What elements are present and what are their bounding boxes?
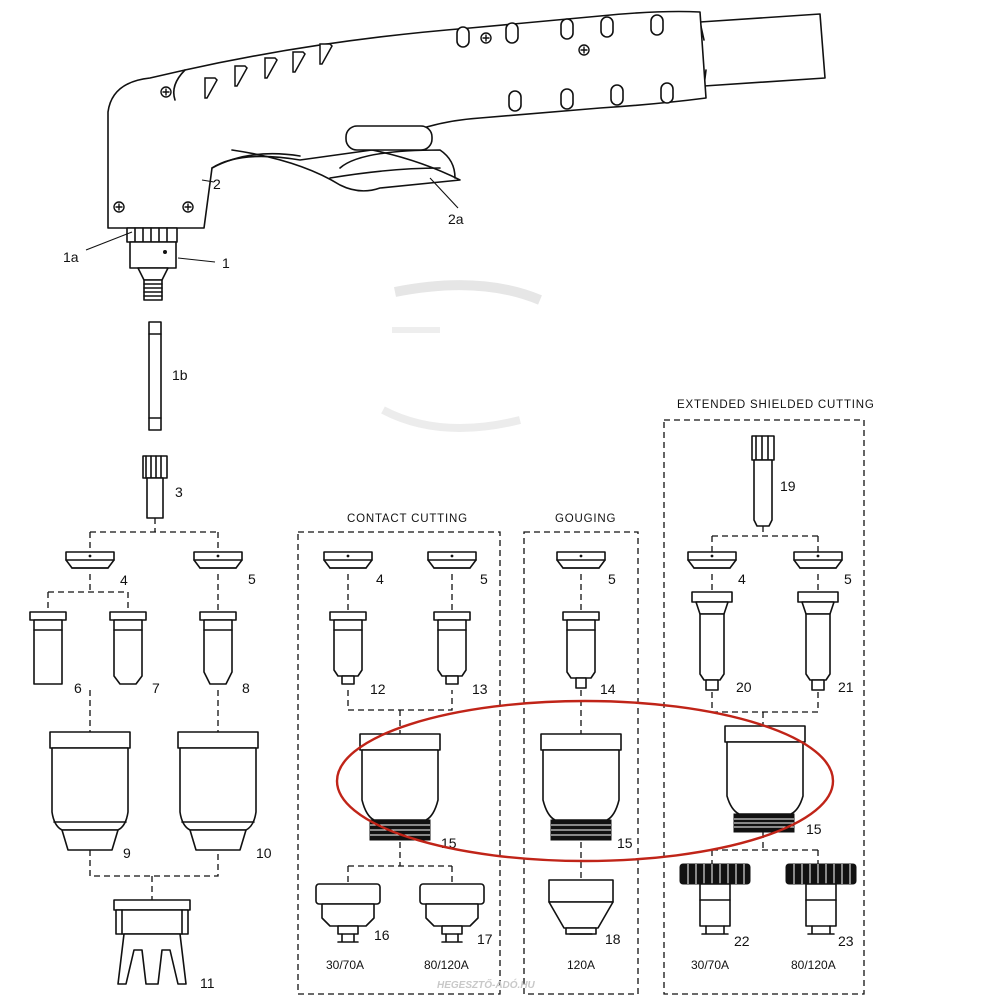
part-5-swirl-ring [193, 551, 243, 569]
part-5-swirl-ring-gouging [556, 551, 606, 569]
part-13-nozzle [433, 611, 471, 685]
amp-120-gouging: 120A [567, 958, 595, 972]
part-15-retaining-cup-gouging [540, 733, 622, 841]
part-5-swirl-ring-contact [427, 551, 477, 569]
label-5-left: 5 [248, 571, 256, 587]
label-20: 20 [736, 679, 752, 695]
extended-cutting-frame [663, 419, 865, 995]
label-4-extended: 4 [738, 571, 746, 587]
label-12: 12 [370, 681, 386, 697]
part-6-electrode [29, 611, 67, 685]
highlight-ellipse-part-15 [335, 699, 835, 863]
amp-30-70-contact: 30/70A [326, 958, 364, 972]
part-4-swirl-ring-contact [323, 551, 373, 569]
section-title-extended-shielded-cutting: EXTENDED SHIELDED CUTTING [677, 399, 875, 411]
amp-80-120-extended: 80/120A [791, 958, 836, 972]
label-14: 14 [600, 681, 616, 697]
section-title-contact-cutting: CONTACT CUTTING [347, 513, 468, 525]
label-15-extended: 15 [806, 821, 822, 837]
left-tree-connectors [47, 518, 219, 900]
label-13: 13 [472, 681, 488, 697]
label-11: 11 [200, 975, 215, 991]
contact-cutting-frame [297, 531, 501, 995]
label-21: 21 [838, 679, 854, 695]
part-4-swirl-ring-extended [687, 551, 737, 569]
label-4-left: 4 [120, 572, 128, 588]
part-15-retaining-cup-contact [359, 733, 441, 841]
part-12-nozzle [329, 611, 367, 685]
amp-30-70-extended: 30/70A [691, 958, 729, 972]
part-1b-rod [148, 321, 162, 431]
label-15-gouging: 15 [617, 835, 633, 851]
label-19: 19 [780, 478, 796, 494]
part-9-shield-cup [49, 731, 131, 851]
label-23: 23 [838, 933, 854, 949]
torch-body [85, 10, 826, 301]
gouging-frame [523, 531, 639, 995]
part-20-extended-nozzle [691, 591, 733, 691]
label-5-contact: 5 [480, 571, 488, 587]
watermark: HEGESZTŐ-ADÓ.HU [437, 978, 536, 991]
label-5-gouging: 5 [608, 571, 616, 587]
contact-tree-connectors [347, 574, 453, 884]
label-7: 7 [152, 680, 160, 696]
label-18: 18 [605, 931, 621, 947]
part-23-extended-shield [785, 863, 857, 935]
part-8-nozzle [199, 611, 237, 685]
part-5-swirl-ring-extended [793, 551, 843, 569]
part-7-nozzle [109, 611, 147, 685]
label-17: 17 [477, 931, 493, 947]
label-22: 22 [734, 933, 750, 949]
label-4-contact: 4 [376, 571, 384, 587]
part-10-shield-cup [177, 731, 259, 851]
part-21-extended-nozzle [797, 591, 839, 691]
label-10: 10 [256, 845, 272, 861]
part-15-retaining-cup-extended [724, 725, 806, 833]
label-9: 9 [123, 845, 131, 861]
part-4-swirl-ring [65, 551, 115, 569]
label-6: 6 [74, 680, 82, 696]
part-19-extended-electrode-holder [751, 435, 775, 527]
label-8: 8 [242, 680, 250, 696]
label-1a: 1a [63, 249, 79, 265]
label-1: 1 [222, 255, 230, 271]
part-18-gouging-shield [548, 879, 614, 935]
part-16-deflector [315, 883, 381, 943]
part-3-electrode-holder [142, 455, 168, 519]
label-2: 2 [213, 176, 221, 192]
label-5-extended: 5 [844, 571, 852, 587]
label-2a: 2a [448, 211, 464, 227]
section-title-gouging: GOUGING [555, 513, 616, 525]
label-3: 3 [175, 484, 183, 500]
part-22-extended-shield [679, 863, 751, 935]
extended-tree-connectors [711, 526, 819, 864]
amp-80-120-contact: 80/120A [424, 958, 469, 972]
part-17-deflector [419, 883, 485, 943]
part-11-spacer [113, 899, 191, 985]
part-14-nozzle [562, 611, 600, 689]
label-1b: 1b [172, 367, 188, 383]
label-16: 16 [374, 927, 390, 943]
